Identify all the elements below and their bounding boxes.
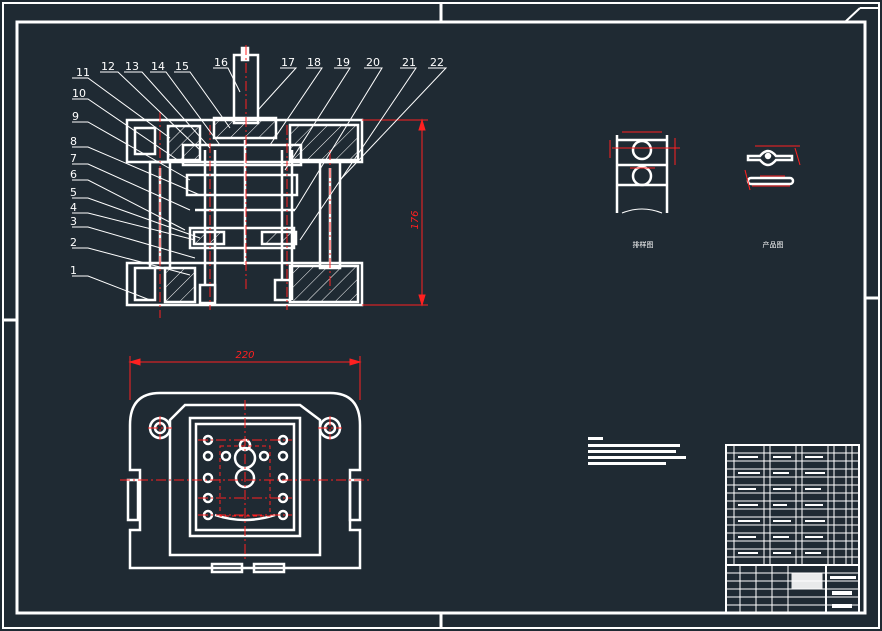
part-number-1: 1	[70, 264, 77, 277]
part-number-6: 6	[70, 168, 77, 181]
front-view-centerlines	[159, 45, 331, 318]
part-number-12: 12	[101, 60, 115, 73]
title-block	[725, 444, 860, 614]
die-front-section-view	[125, 46, 364, 307]
part-number-8: 8	[70, 135, 77, 148]
technical-notes	[588, 437, 686, 465]
dimension-width	[128, 356, 362, 400]
part-number-13: 13	[125, 60, 139, 73]
part-number-9: 9	[72, 110, 79, 123]
part-number-14: 14	[151, 60, 165, 73]
part-number-22: 22	[430, 56, 444, 69]
strip-layout-label: 排样图	[633, 240, 654, 249]
top-view-centerlines	[120, 400, 370, 560]
strip-layout-dimensions	[609, 131, 680, 169]
part-number-11: 11	[76, 66, 90, 79]
part-number-16: 16	[214, 56, 228, 69]
part-leader-lines	[72, 67, 448, 301]
part-number-10: 10	[72, 87, 86, 100]
part-number-17: 17	[281, 56, 295, 69]
title-block-text-marks	[738, 456, 856, 608]
dimension-width-value: 220	[235, 350, 254, 361]
part-number-4: 4	[70, 201, 77, 214]
part-number-3: 3	[70, 215, 77, 228]
part-number-18: 18	[307, 56, 321, 69]
part-number-2: 2	[70, 236, 77, 249]
dimension-height	[362, 118, 428, 307]
part-number-19: 19	[336, 56, 350, 69]
dimension-height-value: 176	[410, 210, 421, 229]
part-number-15: 15	[175, 60, 189, 73]
part-number-5: 5	[70, 186, 77, 199]
part-number-20: 20	[366, 56, 380, 69]
part-number-21: 21	[402, 56, 416, 69]
part-number-labels: 1 2 3 4 5 6 7 8 9 10 11 12 13 14 15 16 1…	[70, 56, 444, 277]
part-number-7: 7	[70, 152, 77, 165]
part-drawing-label: 产品图	[763, 240, 784, 249]
part-drawing-dimensions	[744, 145, 801, 191]
